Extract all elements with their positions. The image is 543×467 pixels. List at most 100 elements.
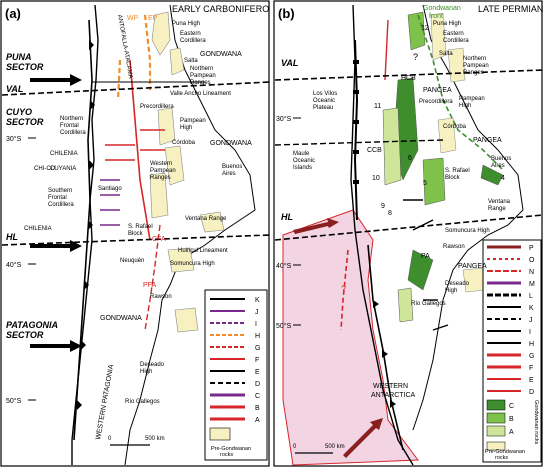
svg-text:C: C [509,403,514,410]
western-antarctica-area [282,209,419,466]
svg-text:4: 4 [501,175,505,182]
coastline-east [124,4,256,466]
label-pangea3: PANGEA [458,263,487,270]
label-val-a: VAL [6,84,23,94]
label-huincul: Huincul Lineament [178,248,228,254]
svg-text:9: 9 [381,203,385,210]
label-pangea2: PANGEA [473,137,502,144]
title-a: EARLY CARBONIFEROUS [172,4,270,14]
svg-text:D: D [255,381,260,388]
svg-text:G: G [255,345,260,352]
legend-symbols-b [487,245,521,392]
svg-text:N: N [529,269,534,276]
label-hl-a: HL [6,232,18,242]
label-hcb: HCB [401,75,416,82]
svg-text:H: H [255,333,260,340]
legend-swatch-a [486,425,506,437]
svg-text:D: D [529,389,534,396]
legend-box-b [482,239,542,463]
svg-text:5: 5 [423,180,427,187]
svg-text:10: 10 [372,175,380,182]
label-ccb: CCB [367,147,382,154]
label-rawson-b: Rawson [443,244,465,250]
gondwanan-front-line [417,14,504,171]
legend-gondwanan-rocks: Gondwanan rocks [533,400,539,445]
svg-text:C: C [255,393,260,400]
svg-text:E: E [529,377,534,384]
label-gondwana-top-a: GONDWANA [200,51,242,58]
label-pa: PA [421,253,430,260]
scale-end-a: 500 km [145,436,165,442]
svg-text:A: A [255,417,260,424]
label-ep: EP [148,15,158,22]
label-valle-ancho: Valle Ancho Lineament [170,91,231,97]
svg-text:B: B [509,416,514,423]
label-gondwana-mid-a: GONDWANA [210,140,252,147]
trench-b [353,39,359,221]
pre-gondwanan-swatch-b [486,441,506,451]
pre-gondwanan-patches-a [149,11,225,333]
label-puna-high-b: Puna High [433,21,461,27]
label-salta-b: Salta [439,51,453,57]
label-wp: WP [127,15,139,22]
mid-dashed-line-b [274,139,444,146]
trench-teeth-b [353,60,396,408]
svg-text:I: I [255,321,257,328]
trench-teeth-a [77,40,95,410]
red-extension-arrows-a [105,129,165,161]
label-precordillera-b: Precordillera [419,99,453,105]
label-gondwana-s-a: GONDWANA [100,315,142,322]
label-chilenia2-a: CHILENIA [24,226,52,232]
svg-text:G: G [529,353,534,360]
sector-arrows-a [30,74,82,352]
coastline-east-b [412,4,524,431]
lat-ticks-a [28,137,36,401]
svg-text:H: H [529,341,534,348]
svg-text:I: I [529,329,531,336]
scale-zero-b: 0 [293,444,297,450]
tag-b: (b) [278,6,295,21]
svg-text:F: F [529,365,533,372]
legend-labels-b: P O N M L K J I H G F E D C B A [509,245,535,436]
lat-50-b: 50°S [276,322,292,330]
lat-30-b: 30°S [276,115,292,123]
gondwanan-rock-patches [382,11,504,323]
svg-text:L: L [529,293,533,300]
svg-text:P: P [529,245,534,252]
scale-end-b: 500 km [325,444,345,450]
svg-text:11: 11 [374,103,381,110]
legend-symbols-a [210,298,245,421]
scale-zero-a: 0 [108,436,112,442]
svg-text:J: J [529,317,533,324]
trench-b-south [367,244,404,451]
label-neuquen-a: Neuquén [120,258,144,264]
legend-swatch-c [486,399,506,411]
label-q2: ? [341,284,346,294]
label-cordoba-a: Córdoba [172,140,196,146]
label-chicu-a: CHI-CU [34,166,55,172]
label-hl-b: HL [281,212,293,222]
red-dashed-line-b [340,249,349,331]
pre-gondwanan-swatch-a [209,427,231,441]
label-cfa: CFA [152,236,166,243]
svg-text:J: J [255,309,259,316]
black-arrows-b [403,199,449,331]
purple-arrows-a [100,179,120,226]
